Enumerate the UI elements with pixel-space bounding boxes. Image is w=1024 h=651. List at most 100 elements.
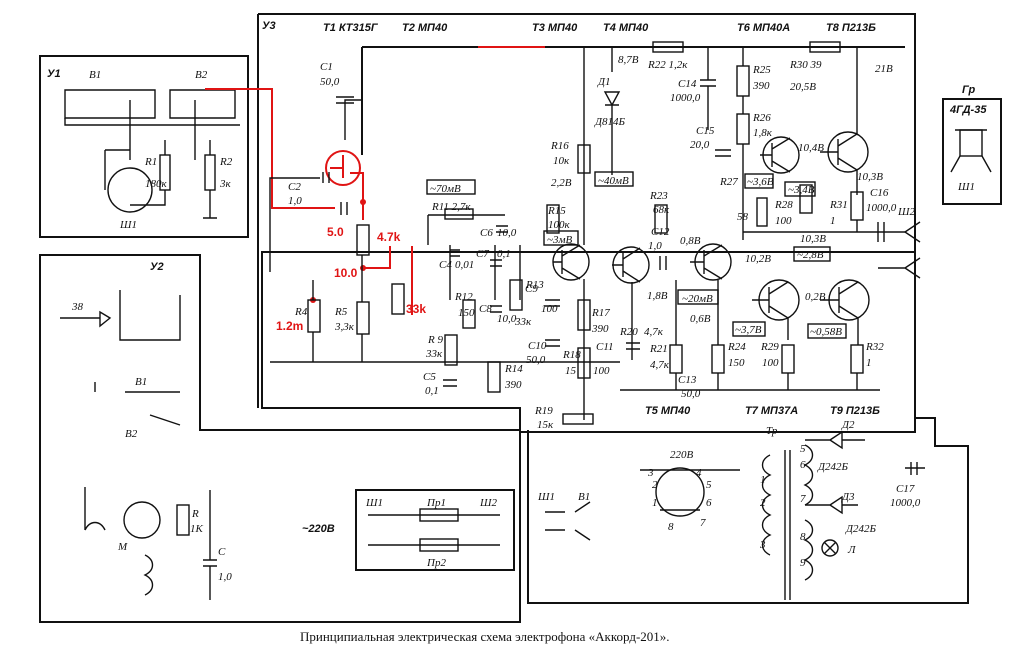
r15v: 100к — [548, 219, 571, 231]
pin4: 4 — [696, 467, 702, 479]
c6: С6 — [480, 227, 493, 239]
r32v: 1 — [866, 357, 872, 369]
d2: Д2 — [841, 419, 855, 431]
block-u1-frame — [39, 55, 249, 238]
c5v: 0,1 — [425, 385, 439, 397]
c15v: 20,0 — [690, 139, 710, 151]
tr8: 8 — [800, 531, 806, 543]
r18v: 15 — [565, 365, 577, 377]
box-34 — [784, 181, 816, 197]
c17: С17 — [896, 483, 915, 495]
c7-symbol — [490, 259, 502, 267]
c10-symbol — [545, 339, 560, 347]
m70: ~70мВ — [430, 183, 461, 195]
d3-symbol — [805, 495, 858, 515]
c14v: 1000,0 — [670, 92, 701, 104]
pickup-connector-sh1 — [107, 167, 153, 213]
box-40mv — [594, 171, 634, 187]
tr9: 9 — [800, 557, 806, 569]
d1-symbol — [603, 47, 621, 175]
title-t6: Т6 МП40А — [737, 22, 790, 34]
c8-symbol — [490, 305, 502, 313]
t1-fet-circle — [325, 150, 361, 186]
speaker-box-frame — [942, 98, 1002, 205]
r31: R31 — [829, 199, 848, 211]
fuse-sh2: Ш2 — [479, 497, 497, 509]
d1: Д1 — [597, 76, 611, 88]
c17-symbol — [905, 462, 925, 475]
motor-icon — [123, 501, 161, 539]
r18-body — [577, 347, 591, 379]
title-t2: Т2 МП40 — [402, 22, 448, 34]
fuse-box-frame — [355, 489, 515, 571]
u1-v2: В2 — [195, 69, 208, 81]
c7: С7 — [476, 248, 489, 260]
r29: R29 — [760, 341, 779, 353]
r9: R 9 — [427, 334, 443, 346]
label-u2: У2 — [150, 261, 164, 273]
m36: ~3,6В — [747, 176, 774, 188]
r15-body — [546, 204, 560, 234]
c14-symbol — [700, 47, 716, 130]
pwr-v1: В1 — [578, 491, 590, 503]
c12-symbol — [659, 256, 667, 270]
fuse-sh1: Ш1 — [365, 497, 383, 509]
c8: С8 — [479, 303, 492, 315]
c14: С14 — [678, 78, 697, 90]
r19-body — [562, 413, 594, 425]
v21: 21В — [875, 63, 893, 75]
r25: R25 — [752, 64, 771, 76]
title-t4: Т4 МП40 — [603, 22, 649, 34]
c4-symbol — [450, 249, 460, 257]
r20: R20 — [619, 326, 638, 338]
u2-v1: В1 — [135, 376, 147, 388]
r28-body — [799, 184, 813, 214]
box-28 — [793, 246, 831, 262]
r24: R24 — [727, 341, 746, 353]
title-t5: Т5 МП40 — [645, 405, 691, 417]
pin1: 1 — [652, 497, 658, 509]
c11: С11 — [596, 341, 614, 353]
lamp: Л — [847, 544, 856, 556]
c4v: 0,01 — [455, 259, 474, 271]
v220: 220В — [670, 449, 694, 461]
u2-rv: 1К — [190, 523, 204, 535]
u2-r-body — [176, 504, 190, 536]
r23v: 68к — [653, 204, 670, 216]
r13: R13 — [525, 279, 544, 291]
m28: ~2,8В — [797, 249, 824, 261]
title-t1: Т1 КТ315Г — [323, 22, 379, 34]
c16-symbol — [877, 222, 885, 242]
r23-body — [654, 204, 668, 234]
r17: R17 — [591, 307, 610, 319]
r16: R16 — [550, 140, 569, 152]
c16v: 1000,0 — [866, 202, 897, 214]
r25v: 390 — [752, 80, 770, 92]
u2-r: R — [191, 508, 199, 520]
c2-symbol — [322, 172, 330, 183]
u2-38: 38 — [71, 301, 84, 313]
r9v: 33к — [425, 348, 443, 360]
v18: 1,8В — [647, 290, 668, 302]
c8v: 10,0 — [497, 313, 517, 325]
label-u1: У1 — [47, 68, 61, 80]
r27v: 58 — [737, 211, 749, 223]
v102: 10,2В — [745, 253, 771, 265]
c1: С1 — [320, 61, 333, 73]
transformer-core — [784, 450, 791, 600]
r28: R28 — [774, 199, 793, 211]
d1v: Д814Б — [594, 116, 625, 128]
ann-c-10: 10.0 — [334, 266, 358, 280]
tr3: 3 — [759, 539, 766, 551]
v104: 10,4В — [798, 142, 824, 154]
red-input-wire — [205, 88, 335, 209]
pin2: 2 — [652, 479, 658, 491]
r19v: 15к — [537, 419, 554, 431]
pr1: Пр1 — [426, 497, 446, 509]
r12: R12 — [454, 291, 473, 303]
v206: 20,5В — [790, 81, 816, 93]
c9-symbol — [545, 299, 560, 307]
r26: R26 — [752, 112, 771, 124]
r14-body — [487, 361, 501, 393]
u1-r2v: 3к — [219, 178, 232, 190]
